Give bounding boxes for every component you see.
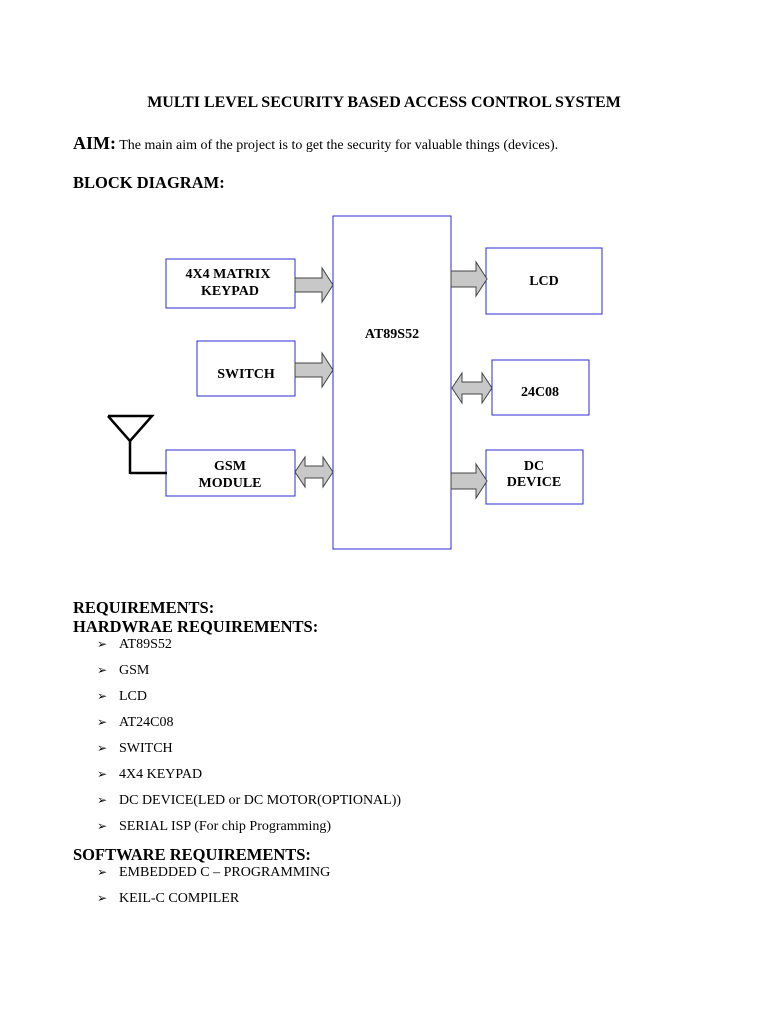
arrow-bullet-icon: ➢ (97, 741, 108, 755)
lcd-label: LCD (529, 274, 559, 289)
eeprom-label: 24C08 (521, 385, 559, 400)
arrow-bullet-icon: ➢ (97, 819, 108, 833)
list-item: ➢GSM (97, 663, 150, 678)
arrow-bullet-icon: ➢ (97, 637, 108, 651)
mcu-eeprom-bidirectional-arrow (451, 371, 493, 405)
list-item: ➢KEIL-C COMPILER (97, 891, 240, 906)
gsm-label-line2: MODULE (199, 476, 262, 491)
gsm-block (165, 449, 296, 497)
software-requirements-list: ➢EMBEDDED C – PROGRAMMING ➢KEIL-C COMPIL… (97, 863, 330, 915)
keypad-label-line1: 4X4 MATRIX (186, 267, 271, 282)
mcu-to-dc-device-arrow (450, 462, 488, 500)
list-item: ➢AT89S52 (97, 637, 172, 652)
mcu-to-lcd-arrow (450, 260, 488, 298)
dc-device-label-line1: DC (524, 459, 544, 474)
list-item: ➢SERIAL ISP (For chip Programming) (97, 819, 332, 834)
arrow-bullet-icon: ➢ (97, 793, 108, 807)
arrow-bullet-icon: ➢ (97, 767, 108, 781)
arrow-bullet-icon: ➢ (97, 663, 108, 677)
list-item: ➢EMBEDDED C – PROGRAMMING (97, 865, 331, 880)
keypad-label-line2: KEYPAD (201, 284, 259, 299)
arrow-bullet-icon: ➢ (97, 865, 108, 879)
gsm-label-line1: GSM (214, 459, 246, 474)
mcu-block (332, 215, 452, 550)
keypad-to-mcu-arrow (294, 266, 334, 304)
arrow-bullet-icon: ➢ (97, 891, 108, 905)
switch-label: SWITCH (217, 367, 275, 382)
antenna-icon (107, 414, 167, 475)
gsm-mcu-bidirectional-arrow (294, 455, 334, 489)
arrow-bullet-icon: ➢ (97, 715, 108, 729)
switch-block (196, 340, 296, 397)
aim-label: AIM: (73, 133, 116, 153)
aim-text: The main aim of the project is to get th… (119, 138, 559, 153)
block-diagram: AT89S52 4X4 MATRIX KEYPAD SWITCH GSM MOD… (107, 215, 603, 550)
software-requirements-heading: SOFTWARE REQUIREMENTS: (73, 845, 311, 864)
aim-statement: AIM: The main aim of the project is to g… (73, 133, 558, 154)
dc-device-block (485, 449, 584, 505)
list-item: ➢AT24C08 (97, 715, 174, 730)
arrow-bullet-icon: ➢ (97, 689, 108, 703)
mcu-label: AT89S52 (365, 327, 419, 342)
list-item: ➢4X4 KEYPAD (97, 767, 203, 782)
hardware-requirements-heading: HARDWRAE REQUIREMENTS: (73, 617, 319, 636)
block-diagram-heading: BLOCK DIAGRAM: (73, 173, 225, 192)
hardware-requirements-list: ➢AT89S52 ➢GSM ➢LCD ➢AT24C08 ➢SWITCH ➢4X4… (97, 635, 401, 843)
switch-to-mcu-arrow (294, 351, 334, 389)
list-item: ➢SWITCH (97, 741, 173, 756)
list-item: ➢LCD (97, 689, 147, 704)
dc-device-label-line2: DEVICE (507, 475, 561, 490)
list-item: ➢DC DEVICE(LED or DC MOTOR(OPTIONAL)) (97, 793, 402, 808)
requirements-heading: REQUIREMENTS: (73, 598, 215, 617)
page-title: MULTI LEVEL SECURITY BASED ACCESS CONTRO… (147, 94, 621, 111)
eeprom-block (491, 359, 590, 416)
